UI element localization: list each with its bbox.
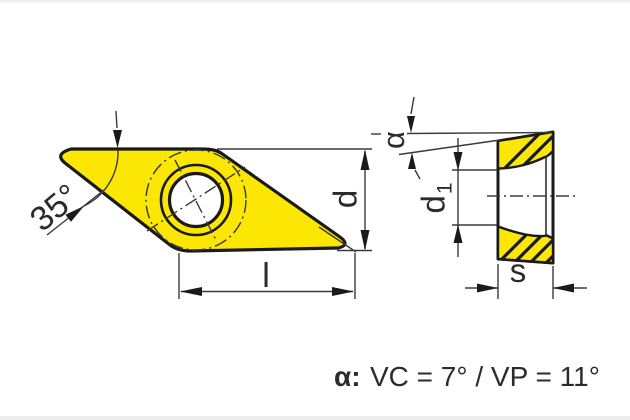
tip-angle-arrow-bottom [65,206,84,222]
bore-dia-label: d1 [415,182,457,213]
tip-angle-leader-top [115,110,118,129]
bore-label-base: d [415,195,452,213]
thickness-arrow-right [553,283,574,293]
width-arrow-top [360,149,370,170]
length-arrow-right [332,287,354,296]
front-view: 35° d l [23,110,372,299]
tip-angle-label: 35° [23,177,87,239]
centerline-diagonal-2 [174,159,218,243]
clearance-arrow-top [407,116,415,133]
countersink-circle [159,163,233,237]
thickness-label: s [510,252,527,289]
caption-alpha-prefix: α: [334,361,361,392]
clearance-ref-line [406,131,553,135]
clearance-angle-label: α [376,131,411,149]
inscribed-circle [145,149,247,251]
clearance-leader-top [410,96,415,115]
caption: α: VC = 7° / VP = 11° [334,361,600,392]
width-dim-label: d [327,190,364,208]
bore-label-subscript: 1 [434,182,457,194]
clearance-face-extension [398,139,501,156]
thickness-arrow-left [477,283,498,293]
width-arrow-bottom [360,230,370,251]
top-frame-strip [0,0,630,3]
bottom-frame-strip [0,416,630,420]
length-arrow-left [180,287,202,296]
centerline-diagonal-1 [146,166,246,232]
caption-values: VC = 7° / VP = 11° [370,361,600,392]
side-view: α d1 s [371,96,587,299]
mounting-hole [167,171,225,229]
corner-extension [318,226,357,253]
tip-angle-arc [83,149,119,207]
tip-angle-arrow-top [113,130,122,148]
bore-arrow-top [453,152,463,171]
bottom-section-hatch [498,226,553,263]
bore-arrow-bottom [453,224,463,243]
clearance-arrow-bottom [408,152,416,169]
length-dim-label: l [262,257,270,295]
clearance-leader-bottom [414,169,421,180]
